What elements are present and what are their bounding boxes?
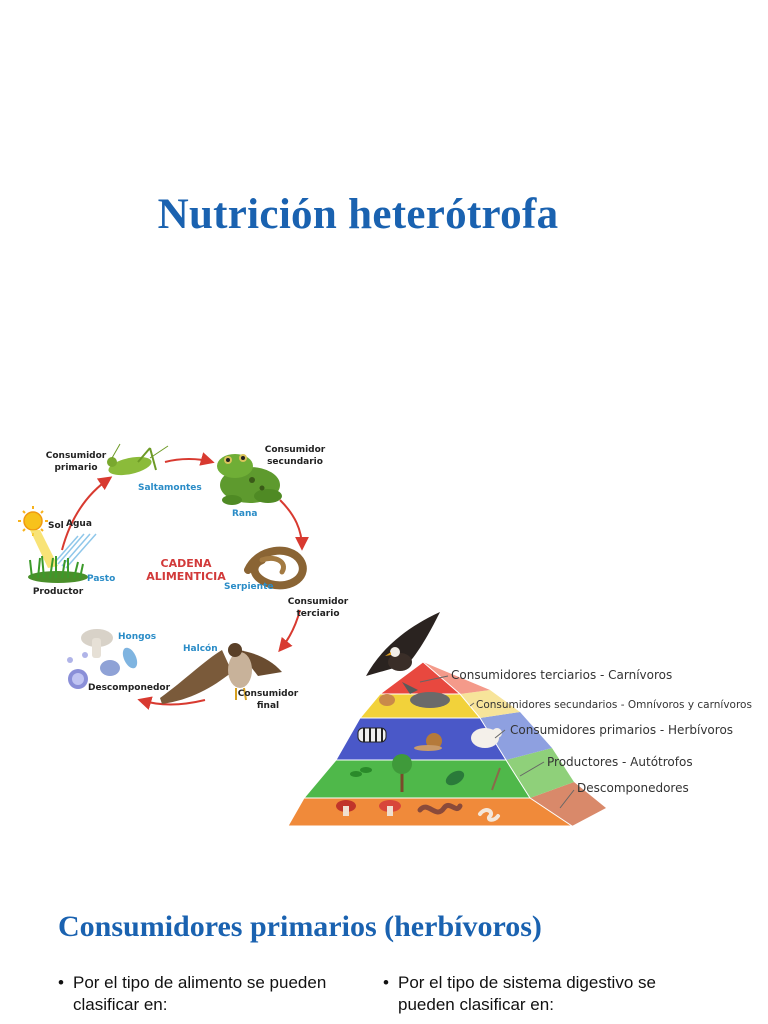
bullet-item-digestive-system: • Por el tipo de sistema digestivo se pu… [383,972,698,1016]
hawk-icon [160,643,282,704]
bullet-text-line2: pueden clasificar en: [398,995,554,1014]
sprout-icon [350,767,372,777]
grasshopper-icon [107,443,169,476]
pyramid-label-productores: Productores - Autótrofos [547,755,693,769]
label-productor: Productor [33,587,84,597]
label-serpiente: Serpiente [224,582,273,592]
pyramid-label-terciarios: Consumidores terciarios - Carnívoros [451,668,672,682]
bullet-dot: • [383,973,389,992]
wolf-icon [402,682,450,708]
page-title: Nutrición heterótrofa [157,191,559,238]
frog-icon [217,454,282,505]
grass-icon [28,555,88,583]
label-rana: Rana [232,509,257,519]
bullet-dot: • [58,973,64,992]
label-agua: Agua [66,519,92,529]
label-consumidor-terciario-1: Consumidor [288,597,349,607]
snail-icon [414,733,442,751]
label-halcon: Halcón [183,643,218,654]
arrow-saltamontes-rana [164,452,215,466]
pyramid-label-descomponedores: Descomponedores [577,781,689,795]
pyramid-label-secundarios: Consumidores secundarios - Omnívoros y c… [476,699,752,711]
label-saltamontes: Saltamontes [138,483,202,493]
label-hongos: Hongos [118,632,156,642]
label-consumidor-final-1: Consumidor [238,689,299,699]
bullet-text-line1: Por el tipo de sistema digestivo se [398,973,656,992]
diagrams: Consumidor primario Saltamontes Consumid… [18,443,752,827]
tree-icon [392,754,412,792]
label-descomponedor: Descomponedor [88,683,171,693]
center-label-1: CADENA [161,557,212,570]
arrow-serpiente-halcon [278,609,301,653]
section-title: Consumidores primarios (herbívoros) [58,910,542,943]
arrow-productor-saltamontes [61,476,113,551]
center-label-2: ALIMENTICIA [146,570,226,583]
pyramid-level-descomponedores [287,797,574,827]
water-icon [55,533,97,569]
sheep-icon [471,728,502,748]
trophic-pyramid: Consumidores terciarios - Carnívoros Con… [287,612,752,827]
mushroom-red-icon [336,800,356,816]
label-consumidor-primario-2: primario [54,463,97,473]
worm-icon [417,803,463,815]
label-consumidor-terciario-2: terciario [296,609,339,619]
label-consumidor-secundario-1: Consumidor [265,445,326,455]
label-sol: Sol [48,521,64,531]
label-consumidor-secundario-2: secundario [267,457,323,467]
sun-icon [18,506,58,568]
label-consumidor-final-2: final [257,701,279,711]
arrow-halcon-descomponedor [137,696,206,710]
food-chain-diagram: Consumidor primario Saltamontes Consumid… [18,443,349,711]
arrow-rana-serpiente [279,499,309,551]
leaf-icon [445,770,465,786]
fox-icon [379,694,395,706]
label-consumidor-primario-1: Consumidor [46,451,107,461]
snake-icon [244,546,307,590]
plant-icon [491,767,501,791]
mushroom-icon [67,629,138,689]
bullet-item-food-type: • Por el tipo de alimento se pueden clas… [58,972,373,1016]
mushroom-white-icon [379,800,401,816]
eagle-icon [366,612,440,676]
bullet-text-line2: clasificar en: [73,995,168,1014]
grub-icon [478,808,500,822]
bullet-text-line1: Por el tipo de alimento se pueden [73,973,327,992]
pyramid-label-primarios: Consumidores primarios - Herbívoros [510,723,733,737]
zebra-icon [357,727,387,743]
label-pasto: Pasto [87,574,115,584]
